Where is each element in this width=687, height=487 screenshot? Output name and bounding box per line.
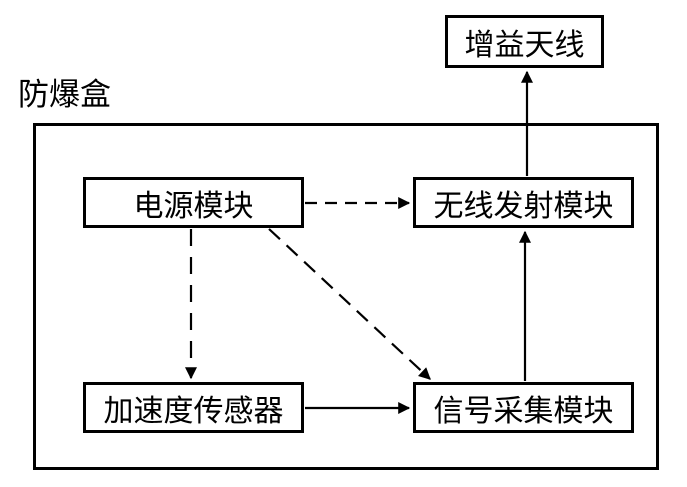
arrow-power-to-signal-acq bbox=[268, 228, 431, 380]
node-signal-acquisition-module-label: 信号采集模块 bbox=[433, 394, 614, 428]
explosion-proof-box-label: 防爆盒 bbox=[18, 77, 111, 112]
node-gain-antenna-label: 增益天线 bbox=[464, 28, 585, 62]
node-acceleration-sensor: 加速度传感器 bbox=[83, 382, 304, 433]
node-acceleration-sensor-label: 加速度传感器 bbox=[103, 394, 284, 428]
node-power-module: 电源模块 bbox=[83, 177, 304, 228]
node-signal-acquisition-module: 信号采集模块 bbox=[413, 382, 634, 433]
node-wireless-tx-module-label: 无线发射模块 bbox=[433, 189, 614, 223]
node-wireless-tx-module: 无线发射模块 bbox=[413, 177, 634, 228]
node-power-module-label: 电源模块 bbox=[133, 189, 254, 223]
node-gain-antenna: 增益天线 bbox=[445, 15, 604, 68]
explosion-proof-box-outline bbox=[33, 123, 659, 470]
